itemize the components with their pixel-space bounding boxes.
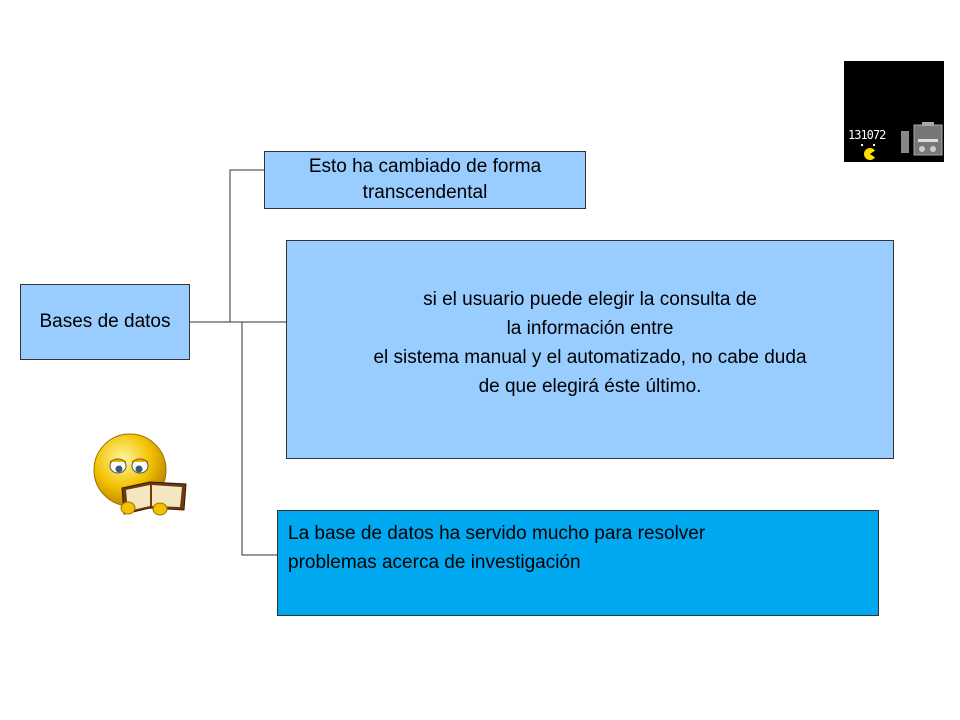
branch-node-2: si el usuario puede elegir la consulta d…	[286, 240, 894, 459]
branch-1-line-1: Esto ha cambiado de forma	[308, 156, 542, 177]
branch-3-line-1: La base de datos ha servido mucho para r…	[288, 523, 706, 544]
branch-node-3: La base de datos ha servido mucho para r…	[277, 510, 879, 616]
pacman-game-icon: 131072	[844, 61, 944, 162]
connector-root-to-branch-3	[241, 322, 277, 556]
branch-2-line-3: el sistema manual y el automatizado, no …	[373, 346, 807, 368]
connector-root-to-branch-1	[190, 169, 264, 323]
game-sprites	[861, 122, 943, 160]
branch-2-line-2: la información entre	[506, 317, 674, 339]
smiley-reading-book-icon	[88, 432, 192, 522]
branch-node-1: Esto ha cambiado de forma transcendental	[264, 151, 586, 209]
branch-2-line-1: si el usuario puede elegir la consulta d…	[423, 288, 757, 310]
branch-1-line-2: transcendental	[362, 182, 488, 203]
game-score: 131072	[848, 128, 886, 142]
branch-2-line-4: de que elegirá éste último.	[478, 375, 702, 397]
root-node: Bases de datos	[20, 284, 190, 360]
branch-3-line-2: problemas acerca de investigación	[288, 552, 581, 573]
root-node-label: Bases de datos	[39, 311, 171, 332]
